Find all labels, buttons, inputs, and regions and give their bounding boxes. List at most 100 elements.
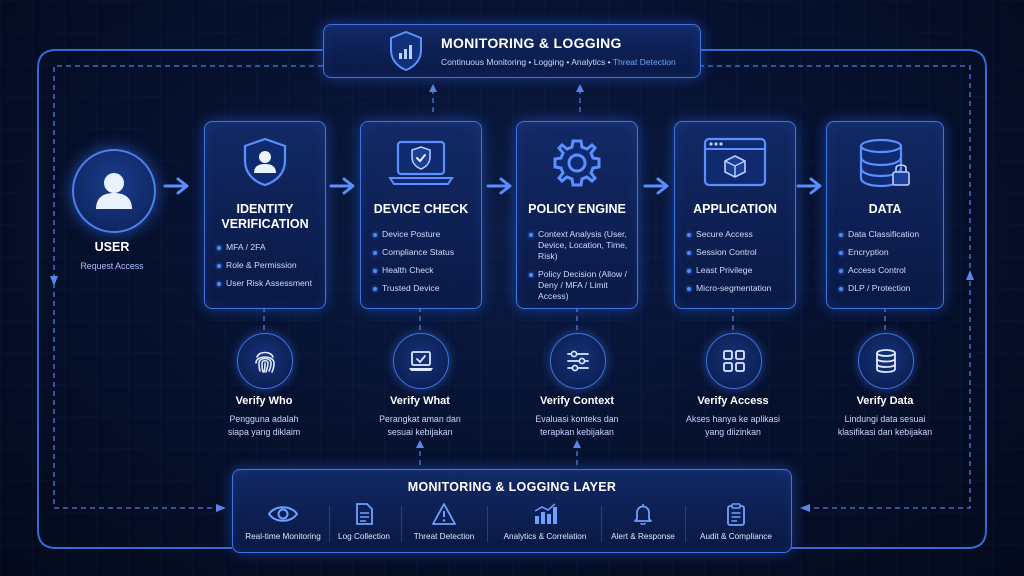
verify-context-circle xyxy=(550,333,606,389)
verify-title: Verify Who xyxy=(235,395,293,407)
stage-list: Data Classification Encryption Access Co… xyxy=(839,229,939,301)
verify-desc-line: yang diizinkan xyxy=(705,427,761,437)
stage-card-application: APPLICATION Secure Access Session Contro… xyxy=(674,121,796,309)
layer-item-label: Log Collection xyxy=(338,532,390,541)
clipboard-icon xyxy=(727,503,745,526)
monitoring-logging-panel: MONITORING & LOGGING Continuous Monitori… xyxy=(323,24,701,78)
stage-title: DEVICE CHECK xyxy=(373,202,469,216)
stage-title: APPLICATION xyxy=(693,202,777,216)
bell-icon xyxy=(634,504,652,525)
stage-item: Access Control xyxy=(839,265,939,276)
document-icon xyxy=(356,503,373,525)
divider xyxy=(401,506,402,542)
stage-item: Compliance Status xyxy=(373,247,477,258)
verify-desc-line: Pengguna adalah xyxy=(229,414,299,424)
divider xyxy=(487,506,488,542)
stage-title: POLICY ENGINE xyxy=(528,202,626,216)
subtitle-separator: • xyxy=(564,57,572,67)
layer-item-label: Analytics & Correlation xyxy=(503,532,587,541)
layer-item: Analytics & Correlation xyxy=(493,502,597,541)
verify-data-circle xyxy=(858,333,914,389)
verify-desc: Pengguna adalah siapa yang diklaim xyxy=(189,413,339,439)
user-avatar xyxy=(72,149,156,233)
stage-item: Least Privilege xyxy=(687,265,791,276)
stage-title: IDENTITY VERIFICATION xyxy=(221,202,309,231)
database-lock-icon xyxy=(859,138,910,188)
verify-desc-line: Evaluasi konteks dan xyxy=(535,414,619,424)
verify-desc: Evaluasi konteks dan terapkan kebijakan xyxy=(502,413,652,439)
stage-item: Trusted Device xyxy=(373,283,477,294)
stage-item: DLP / Protection xyxy=(839,283,939,294)
warning-icon xyxy=(432,503,456,525)
verify-desc-line: Perangkat aman dan xyxy=(379,414,461,424)
monitoring-subtitle: Continuous Monitoring • Logging • Analyt… xyxy=(441,57,676,67)
stage-item: Policy Decision (Allow / Deny / MFA / Li… xyxy=(529,269,633,302)
subtitle-part: Continuous Monitoring xyxy=(441,57,527,67)
stage-item: Context Analysis (User, Device, Location… xyxy=(529,229,633,262)
divider xyxy=(685,506,686,542)
monitoring-title: MONITORING & LOGGING xyxy=(441,35,622,51)
stage-card-data: DATA Data Classification Encryption Acce… xyxy=(826,121,944,309)
subtitle-separator: • xyxy=(526,57,534,67)
stage-card-device: DEVICE CHECK Device Posture Compliance S… xyxy=(360,121,482,309)
subtitle-part: Analytics xyxy=(571,57,606,67)
verify-desc-line: sesuai kebijakan xyxy=(387,427,453,437)
laptop-shield-icon xyxy=(388,140,454,185)
verify-desc-line: terapkan kebijakan xyxy=(540,427,614,437)
layer-item: Audit & Compliance xyxy=(691,502,781,541)
user-icon xyxy=(96,173,132,209)
divider xyxy=(329,506,330,542)
user-subtitle: Request Access xyxy=(80,261,144,271)
flow-arrow-icon xyxy=(163,177,189,195)
verify-title: Verify Data xyxy=(856,395,914,407)
stage-item: Secure Access xyxy=(687,229,791,240)
layer-item: Alert & Response xyxy=(607,502,679,541)
laptop-check-icon xyxy=(409,351,433,371)
eye-icon xyxy=(267,506,299,522)
layer-item-label: Alert & Response xyxy=(611,532,675,541)
subtitle-part: Logging xyxy=(533,57,565,67)
verify-title: Verify Context xyxy=(540,395,614,407)
verify-desc-line: siapa yang diklaim xyxy=(227,427,301,437)
subtitle-part-highlight: Threat Detection xyxy=(612,57,676,67)
stage-item: Device Posture xyxy=(373,229,477,240)
bar-chart-icon xyxy=(534,503,557,524)
stage-title: DATA xyxy=(868,202,902,216)
verify-what-circle xyxy=(393,333,449,389)
fingerprint-icon xyxy=(255,351,275,373)
verify-title: Verify What xyxy=(390,395,450,407)
layer-item: Real-time Monitoring xyxy=(241,502,325,541)
verify-desc: Akses hanya ke aplikasi yang diizinkan xyxy=(658,413,808,439)
verify-desc-line: Lindungi data sesuai xyxy=(844,414,926,424)
database-icon xyxy=(876,349,896,373)
grid-icon xyxy=(723,350,745,372)
layer-item-label: Real-time Monitoring xyxy=(245,532,321,541)
stage-item: Session Control xyxy=(687,247,791,258)
flow-arrow-icon xyxy=(796,177,822,195)
layer-title: MONITORING & LOGGING LAYER xyxy=(407,480,617,494)
stage-card-policy: POLICY ENGINE Context Analysis (User, De… xyxy=(516,121,638,309)
stage-list: Context Analysis (User, Device, Location… xyxy=(529,229,633,309)
verify-title: Verify Access xyxy=(697,395,769,407)
stage-item: Data Classification xyxy=(839,229,939,240)
stage-item: User Risk Assessment xyxy=(217,278,321,289)
flow-arrow-icon xyxy=(643,177,669,195)
stage-item: Role & Permission xyxy=(217,260,321,271)
user-title: USER xyxy=(94,240,130,254)
shield-chart-icon xyxy=(390,30,422,72)
stage-card-identity: IDENTITY VERIFICATION MFA / 2FA Role & P… xyxy=(204,121,326,309)
monitoring-layer-panel: MONITORING & LOGGING LAYER Real-time Mon… xyxy=(232,469,792,553)
sliders-icon xyxy=(567,350,589,372)
layer-item: Log Collection xyxy=(331,502,397,541)
stage-list: Device Posture Compliance Status Health … xyxy=(373,229,477,301)
stage-item: Encryption xyxy=(839,247,939,258)
verify-who-circle xyxy=(237,333,293,389)
verify-desc-line: Akses hanya ke aplikasi xyxy=(686,414,780,424)
app-window-cube-icon xyxy=(703,137,767,187)
stage-list: MFA / 2FA Role & Permission User Risk As… xyxy=(217,242,321,296)
flow-arrow-icon xyxy=(329,177,355,195)
shield-user-icon xyxy=(243,137,287,187)
gear-icon xyxy=(553,139,601,187)
